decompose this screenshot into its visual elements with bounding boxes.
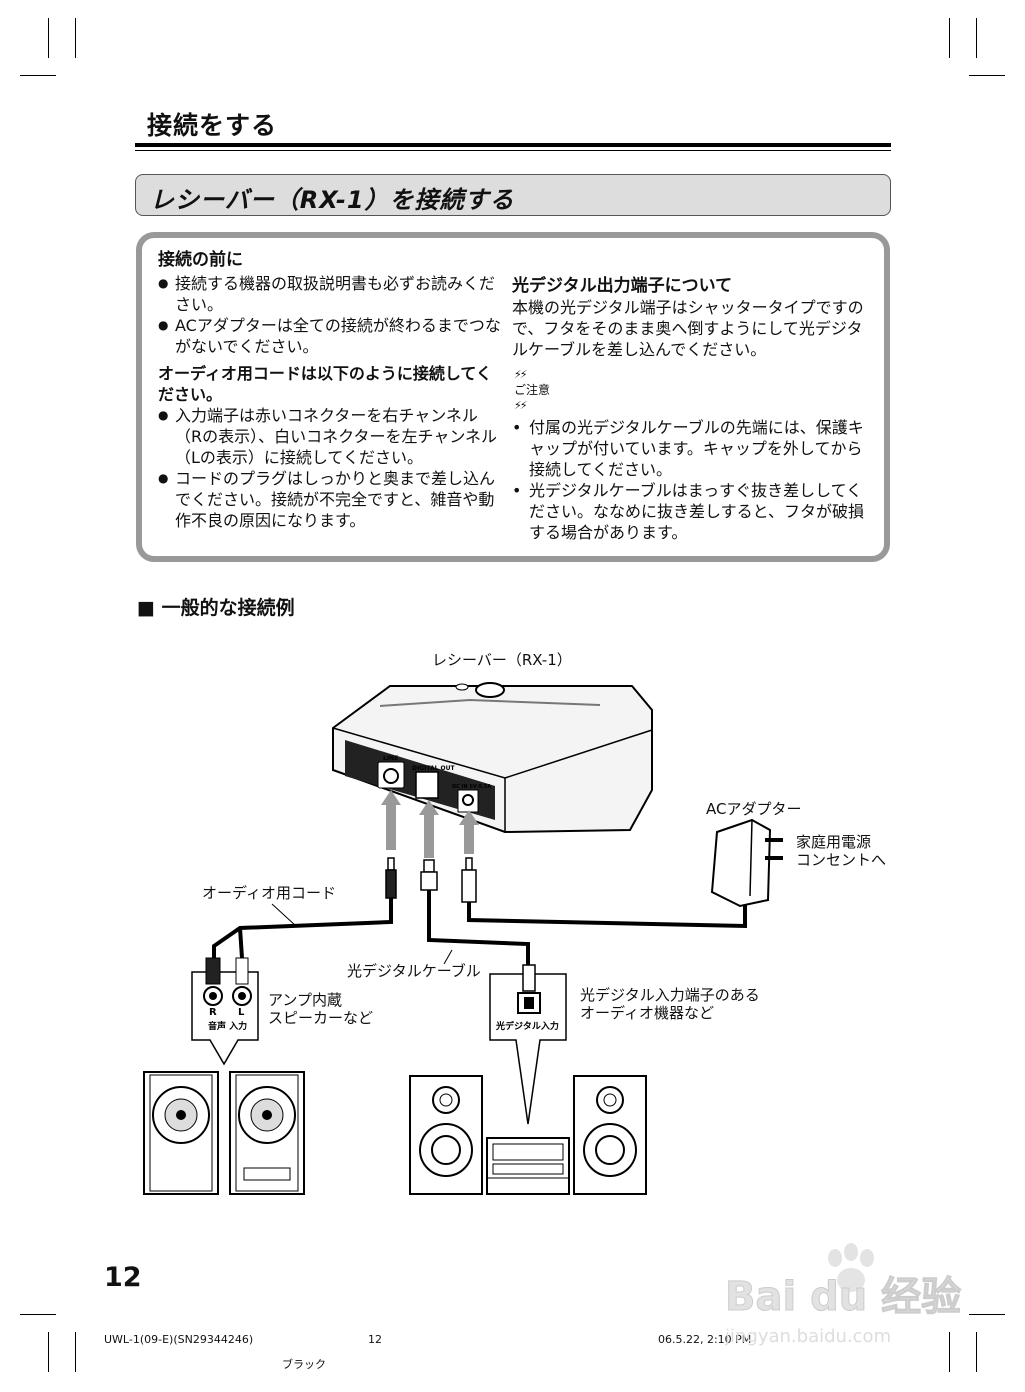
crop-mark bbox=[75, 18, 76, 58]
mini-stereo-illustration bbox=[409, 1075, 647, 1195]
list-item: コードのプラグはしっかりと奥まで差し込んでください。接続が不完全ですと、雑音や動… bbox=[158, 468, 503, 531]
caution-label: ご注意 bbox=[514, 383, 551, 397]
before-list: 接続する機器の取扱説明書も必ずお読みください。 ACアダプターは全ての接続が終わ… bbox=[158, 273, 503, 357]
speaker-label: アンプ内蔵 スピーカーなど bbox=[268, 991, 373, 1027]
crop-mark bbox=[969, 75, 1005, 76]
speaker-line2: スピーカーなど bbox=[268, 1009, 374, 1027]
receiver-label: レシーバー（RX-1） bbox=[432, 651, 572, 669]
outlet-line2: コンセントへ bbox=[796, 851, 887, 869]
title-rule bbox=[135, 143, 891, 147]
watermark-url: jingyan.baidu.com bbox=[725, 1326, 891, 1347]
baidu-watermark: Bai du 经验 jingyan.baidu.com bbox=[725, 1243, 962, 1347]
crop-mark bbox=[48, 18, 49, 58]
port-line-label: LINE bbox=[383, 755, 398, 762]
jack-l-label: L bbox=[238, 1007, 245, 1018]
crop-mark bbox=[75, 1332, 76, 1372]
footer-timestamp: 06.5.22, 2:10 PM bbox=[658, 1333, 752, 1346]
title-rule-thin bbox=[135, 150, 891, 151]
ac-adapter-label: ACアダプター bbox=[706, 800, 802, 818]
optical-device-line2: オーディオ機器など bbox=[580, 1004, 714, 1022]
footer-color: ブラック bbox=[282, 1358, 326, 1371]
optical-text: 本機の光デジタル端子はシャッタータイプですので、フタをそのまま奥へ倒すようにして… bbox=[512, 298, 864, 359]
rca-jack-panel bbox=[191, 957, 259, 1066]
crop-mark bbox=[949, 1332, 950, 1372]
audio-input-label: 音声 入力 bbox=[208, 1020, 247, 1032]
crop-mark bbox=[969, 1314, 1005, 1315]
footer-code: UWL-1(09-E)(SN29344246) bbox=[104, 1333, 254, 1346]
speaker-line1: アンプ内蔵 bbox=[268, 991, 342, 1009]
subsection-header: レシーバー（RX-1）を接続する bbox=[135, 174, 891, 216]
crop-mark bbox=[949, 18, 950, 58]
list-item: 付属の光デジタルケーブルの先端には、保護キャップが付いています。キャップを外して… bbox=[512, 417, 867, 480]
caution-mark: ⚡⚡ ご注意 ⚡⚡ bbox=[514, 368, 867, 412]
audio-heading: オーディオ用コードは以下のように接続してください。 bbox=[158, 364, 492, 404]
notes-left-column: 接続の前に 接続する機器の取扱説明書も必ずお読みください。 ACアダプターは全て… bbox=[158, 250, 503, 531]
port-dc-label: DC IN 5V 0.5A bbox=[452, 784, 491, 790]
list-item: ACアダプターは全ての接続が終わるまでつながないでください。 bbox=[158, 315, 503, 357]
leader-lines bbox=[271, 903, 453, 965]
example-title: ■ 一般的な接続例 bbox=[137, 597, 295, 619]
jack-r-label: R bbox=[209, 1007, 217, 1018]
cables bbox=[212, 890, 747, 965]
audio-list: 入力端子は赤いコネクターを右チャンネル（Rの表示）、白いコネクターを左チャンネル… bbox=[158, 405, 503, 531]
crop-mark bbox=[976, 1332, 977, 1372]
list-item: 接続する機器の取扱説明書も必ずお読みください。 bbox=[158, 273, 503, 315]
optical-cable-label: 光デジタルケーブル bbox=[347, 962, 481, 980]
list-item: 光デジタルケーブルはまっすぐ抜き差ししてください。ななめに抜き差しすると、フタが… bbox=[512, 480, 867, 543]
audio-cord-label: オーディオ用コード bbox=[202, 884, 336, 902]
lightning-icon: ⚡⚡ bbox=[514, 368, 528, 381]
crop-mark bbox=[20, 75, 56, 76]
optical-input-panel bbox=[489, 964, 567, 1125]
port-digital-label: DIGITAL OUT bbox=[412, 765, 456, 772]
speaker-pair-illustration bbox=[143, 1071, 305, 1195]
outlet-label: 家庭用電源 コンセントへ bbox=[796, 833, 886, 869]
paw-icon bbox=[828, 1243, 874, 1292]
crop-mark bbox=[20, 1314, 56, 1315]
page-number: 12 bbox=[104, 1262, 142, 1293]
footer-mid-number: 12 bbox=[368, 1333, 382, 1346]
plugs bbox=[385, 857, 477, 903]
optical-heading: 光デジタル出力端子について bbox=[512, 276, 733, 296]
crop-mark bbox=[48, 1332, 49, 1372]
optical-device-line1: 光デジタル入力端子のある bbox=[580, 986, 760, 1004]
crop-mark bbox=[976, 18, 977, 58]
ac-adapter-illustration bbox=[710, 818, 783, 908]
subsection-title: レシーバー（RX-1）を接続する bbox=[150, 186, 515, 214]
lightning-icon: ⚡⚡ bbox=[514, 399, 528, 412]
notes-box: 接続の前に 接続する機器の取扱説明書も必ずお読みください。 ACアダプターは全て… bbox=[136, 232, 890, 562]
before-heading: 接続の前に bbox=[158, 250, 243, 270]
caution-list: 付属の光デジタルケーブルの先端には、保護キャップが付いています。キャップを外して… bbox=[512, 417, 867, 543]
list-item: 入力端子は赤いコネクターを右チャンネル（Rの表示）、白いコネクターを左チャンネル… bbox=[158, 405, 503, 468]
insert-arrows bbox=[381, 790, 479, 858]
notes-right-column: 光デジタル出力端子について 本機の光デジタル端子はシャッタータイプですので、フタ… bbox=[512, 276, 867, 543]
section-title: 接続をする bbox=[147, 111, 278, 140]
outlet-line1: 家庭用電源 bbox=[796, 833, 872, 851]
optical-device-label: 光デジタル入力端子のある オーディオ機器など bbox=[580, 986, 760, 1022]
optical-input-label: 光デジタル入力 bbox=[495, 1020, 559, 1032]
receiver-illustration bbox=[332, 682, 653, 834]
watermark-text: Bai du 经验 bbox=[725, 1274, 961, 1320]
